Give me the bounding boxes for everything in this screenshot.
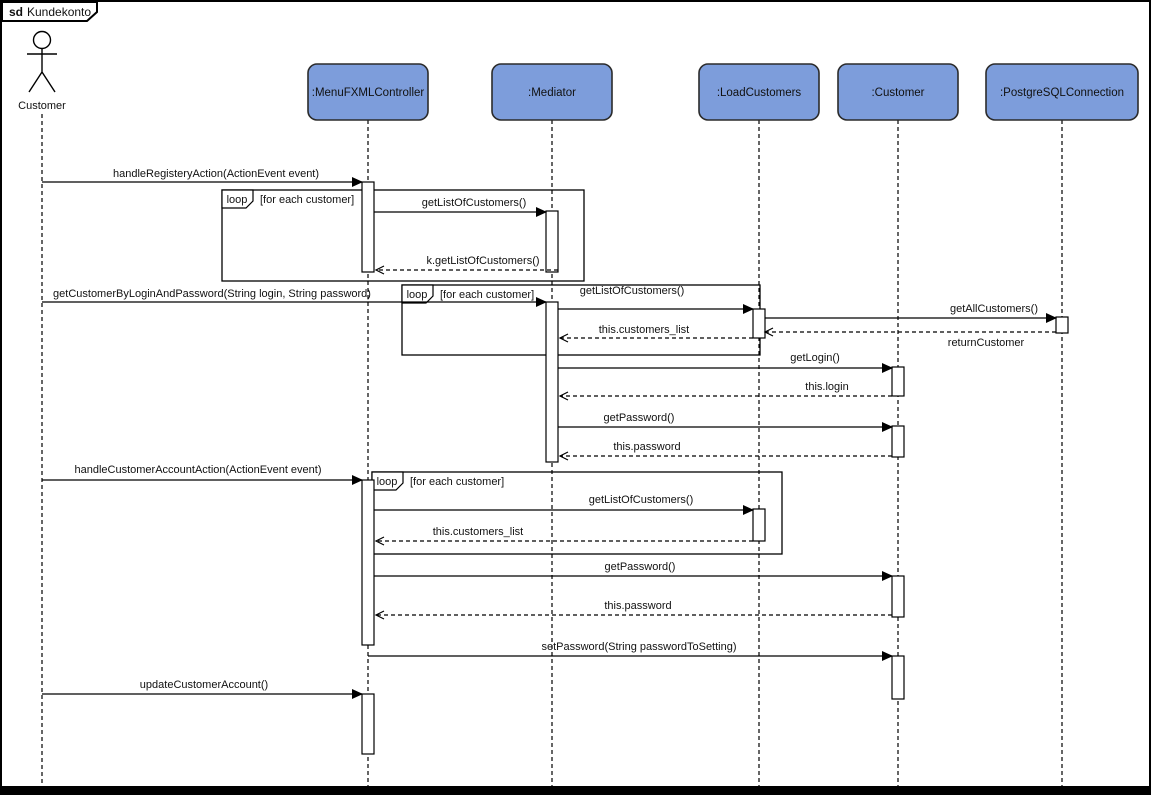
message-label: handleCustomerAccountAction(ActionEvent … (74, 464, 321, 476)
loop-guard: [for each customer] (410, 476, 504, 488)
lifeline-head-box-menu (307, 63, 429, 121)
lifeline-head-postgres: :PostgreSQLConnection (985, 63, 1139, 121)
lifeline-head-menu: :MenuFXMLController (307, 63, 429, 121)
message-label: this.customers_list (433, 526, 523, 538)
actor-customer: Customer (18, 30, 66, 786)
message-label: this.login (805, 381, 848, 393)
message-label: this.password (613, 441, 680, 453)
message-17: this.password (374, 600, 892, 620)
message-label: getListOfCustomers() (589, 494, 694, 506)
fragments-layer: loop [for each customer] loop [for each cus… (221, 189, 783, 555)
activation-bar-customer (891, 575, 905, 618)
frame-title: Kundekonto (27, 5, 91, 19)
loop-keyword: loop (407, 289, 428, 301)
message-5: getListOfCustomers() (558, 285, 754, 314)
loop-keyword: loop (227, 194, 248, 206)
message-16: getPassword() (374, 561, 893, 581)
activation-bar-menu (361, 693, 375, 755)
loop-fragment-3: loop [for each customer] (371, 471, 783, 555)
message-15: this.customers_list (374, 526, 753, 546)
lifeline-head-box-customer (837, 63, 959, 121)
lifeline-head-label-menu: :MenuFXMLController (312, 87, 425, 99)
message-13: handleCustomerAccountAction(ActionEvent … (42, 464, 363, 485)
lifeline-head-box-mediator (491, 63, 613, 121)
message-11: getPassword() (558, 412, 893, 432)
message-1: handleRegisteryAction(ActionEvent event) (42, 168, 363, 187)
actor-label: Customer (18, 100, 66, 112)
message-label: getPassword() (604, 412, 675, 424)
message-label: getLogin() (790, 352, 840, 364)
message-2: getListOfCustomers() (374, 197, 547, 217)
message-label: updateCustomerAccount() (140, 679, 268, 691)
actor-head-icon (32, 30, 52, 50)
bottom-border-bar (2, 786, 1149, 793)
lifeline-head-label-postgres: :PostgreSQLConnection (1000, 87, 1124, 99)
frame-title-tab: sd Kundekonto (2, 2, 98, 22)
message-19: updateCustomerAccount() (42, 679, 363, 699)
message-label: returnCustomer (948, 337, 1025, 349)
loop-fragment-2: loop [for each customer] (401, 284, 761, 356)
message-label: setPassword(String passwordToSetting) (541, 641, 736, 653)
lifeline-head-box-postgres (985, 63, 1139, 121)
message-10: this.login (558, 381, 892, 401)
lifeline-head-label-mediator: :Mediator (528, 87, 576, 99)
message-label: getListOfCustomers() (422, 197, 527, 209)
activation-bar-mediator (545, 210, 559, 273)
frame-tab-shape (2, 2, 98, 22)
activation-bar-load (752, 508, 766, 542)
message-12: this.password (558, 441, 892, 461)
loop-fragment-box (221, 189, 585, 282)
message-label: k.getListOfCustomers() (426, 255, 539, 267)
message-8: this.customers_list (558, 324, 753, 343)
activation-bar-customer (891, 425, 905, 458)
loop-guard: [for each customer] (260, 194, 354, 206)
loop-pentagon (401, 284, 434, 304)
message-4: getCustomerByLoginAndPassword(String log… (42, 288, 547, 307)
activation-bar-customer (891, 655, 905, 700)
message-6: getAllCustomers() (765, 303, 1057, 323)
message-label: handleRegisteryAction(ActionEvent event) (113, 168, 319, 180)
message-label: this.customers_list (599, 324, 689, 336)
activations-layer (361, 181, 1069, 755)
loop-pentagon (221, 189, 254, 209)
actor-body-icon (27, 48, 57, 93)
activation-bar-load (752, 308, 766, 339)
lifeline-head-label-customer: :Customer (871, 87, 924, 99)
activation-bar-mediator (545, 301, 559, 463)
lifeline-head-label-load: :LoadCustomers (717, 87, 802, 99)
message-label: getPassword() (605, 561, 676, 573)
loop-fragment-1: loop [for each customer] (221, 189, 585, 282)
message-label: getListOfCustomers() (580, 285, 685, 297)
message-label: this.password (604, 600, 671, 612)
lifeline-head-mediator: :Mediator (491, 63, 613, 121)
loop-guard: [for each customer] (440, 289, 534, 301)
message-label: getAllCustomers() (950, 303, 1038, 315)
loop-keyword: loop (377, 476, 398, 488)
messages-layer: handleRegisteryAction(ActionEvent event)… (42, 168, 1057, 699)
message-9: getLogin() (558, 352, 893, 373)
lifeline-head-customer: :Customer (837, 63, 959, 121)
activation-bar-postgres (1055, 316, 1069, 334)
activation-bar-menu (361, 479, 375, 646)
message-3: k.getListOfCustomers() (374, 255, 558, 275)
message-14: getListOfCustomers() (374, 494, 754, 515)
frame-operator: sd (9, 5, 23, 19)
message-7: returnCustomer (763, 327, 1056, 349)
message-label: getCustomerByLoginAndPassword(String log… (53, 288, 371, 300)
lifeline-head-load: :LoadCustomers (698, 63, 820, 121)
lifelines-layer: Customer (18, 30, 1063, 786)
lifeline-head-box-load (698, 63, 820, 121)
lifeline-heads-layer: :MenuFXMLController :Mediator :LoadCustome… (307, 63, 1139, 121)
message-18: setPassword(String passwordToSetting) (368, 641, 893, 661)
activation-bar-customer (891, 366, 905, 397)
activation-bar-menu (361, 181, 375, 273)
